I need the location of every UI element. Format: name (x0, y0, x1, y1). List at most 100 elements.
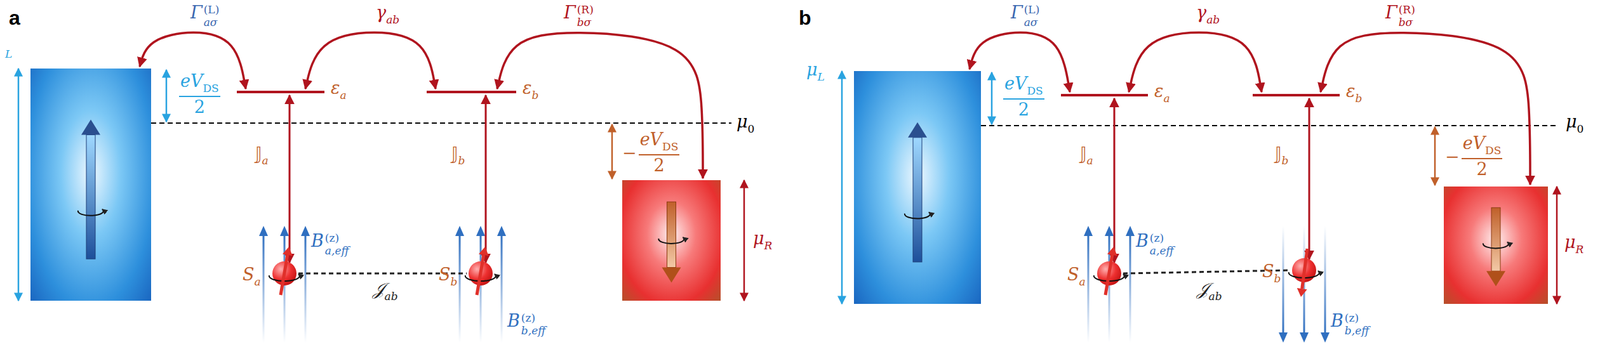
fraction-numerator: eVDS (1003, 74, 1045, 100)
impurity-spin: Sa (272, 261, 297, 286)
right-lead: μR (1443, 186, 1548, 305)
dot-level: εa (1060, 93, 1148, 97)
rotation-arrow (78, 209, 104, 216)
field-line (262, 233, 265, 343)
dot-level: εb (1252, 93, 1340, 97)
bias-label: eVDS2 (179, 72, 221, 116)
script-stack: (z)b,eff (1344, 312, 1369, 338)
spin-arrow-head (1297, 288, 1308, 298)
field-arrowhead (1320, 332, 1330, 343)
lead-spin-figure (622, 180, 721, 301)
math-label: 𝕁 (451, 144, 459, 162)
fraction: eVDS2 (179, 72, 221, 116)
math-label: b (798, 7, 812, 28)
mu-left-arrow (17, 68, 20, 301)
tunnel-rate-label: Γ(L)aσ (190, 3, 220, 29)
math-label: bσ (1398, 16, 1416, 30)
exchange-arrow (288, 95, 291, 263)
spin-arrow-figure (272, 261, 297, 286)
lead-spin-figure (853, 71, 981, 305)
spin-arrow-head (1107, 246, 1118, 256)
bias-arrow-left (165, 69, 168, 122)
dot-level: εb (426, 90, 517, 94)
math-label: R (1575, 244, 1585, 256)
math-label: a (340, 90, 347, 101)
script-stack: (L)aσ (1024, 3, 1040, 29)
math-label: S (438, 266, 451, 284)
math-label: a (8, 7, 21, 28)
math-label: 2 (653, 156, 665, 174)
math-label: aσ (1024, 16, 1040, 30)
field-label: B(z)b,eff (507, 312, 546, 338)
math-label: L (5, 48, 13, 60)
node-label: μR (753, 229, 773, 252)
math-label: B (311, 232, 324, 250)
exchange-label: 𝕁b (1274, 144, 1289, 167)
math-label: b (458, 155, 466, 167)
right-lead: μR (622, 180, 721, 301)
bias-arrow-right (611, 124, 614, 180)
field-line (1324, 226, 1327, 336)
math-label: a (262, 155, 269, 167)
lead-spin-figure (1252, 93, 1340, 97)
lead-arrow-shaft (1491, 207, 1501, 272)
hopping-label: γab (1196, 3, 1220, 26)
exchange-label: 𝕁a (255, 144, 269, 167)
fraction-denominator: 2 (194, 97, 206, 116)
node-label: εb (522, 79, 539, 101)
node-label: Sa (1067, 266, 1086, 288)
mu0-label: μ0 (1565, 113, 1584, 135)
fraction: eVDS2 (1003, 74, 1045, 119)
math-label: L (817, 71, 825, 83)
fraction: eVDS2 (1461, 134, 1503, 178)
math-label: a,eff (325, 245, 350, 258)
math-label: a (1163, 93, 1171, 105)
chemical-potential-line (151, 122, 732, 124)
math-label: (z) (1344, 312, 1369, 326)
math-label: R (764, 240, 773, 252)
math-label: b (450, 276, 458, 288)
exchange-label: 𝕁a (1080, 144, 1094, 167)
math-label: bσ (577, 16, 594, 30)
node-label: εb (1346, 82, 1362, 105)
lead-arrow-head (1486, 271, 1506, 287)
math-label: DS (1026, 85, 1043, 97)
rotation-arrow (1483, 242, 1509, 249)
fraction-numerator: eVDS (1461, 134, 1503, 160)
tunnel-rate-label: Γ(R)bσ (1385, 3, 1416, 29)
math-label: b (1355, 93, 1363, 105)
lead-arrow-head (81, 120, 101, 136)
chemical-potential-line (980, 125, 1557, 127)
node-label: Sa (242, 266, 261, 288)
node-label: L (5, 44, 13, 60)
math-label: S (1067, 266, 1080, 284)
math-label: eV (180, 72, 203, 90)
tunnel-rate-label: Γ(L)aσ (1010, 3, 1040, 29)
field-line (1282, 226, 1285, 336)
math-label: ε (330, 79, 341, 97)
fraction-denominator: 2 (653, 155, 665, 174)
mu-left-arrow (841, 71, 844, 305)
hopping-label: γab (375, 3, 400, 26)
math-label: (L) (203, 3, 220, 17)
node-label: Sb (438, 266, 458, 288)
math-label: a (1086, 155, 1094, 167)
field-line (1108, 233, 1111, 343)
spin-arrow-figure (468, 261, 493, 286)
left-lead: μL (853, 71, 981, 305)
spin-arrow-figure (1097, 261, 1122, 286)
math-label: S (242, 266, 255, 284)
node-label: μL (806, 60, 825, 83)
dot-level: εa (236, 90, 325, 94)
field-arrowhead (280, 226, 289, 237)
script-stack: (z)a,eff (1149, 232, 1174, 258)
math-label: (z) (1149, 232, 1174, 246)
math-label: μ (753, 229, 765, 247)
math-label: (z) (325, 232, 350, 246)
lead-arrow-head (662, 267, 682, 284)
math-label: B (1330, 312, 1344, 330)
field-arrowhead (1125, 226, 1135, 237)
lead-spin-figure (426, 90, 517, 94)
math-label: B (1135, 232, 1149, 250)
